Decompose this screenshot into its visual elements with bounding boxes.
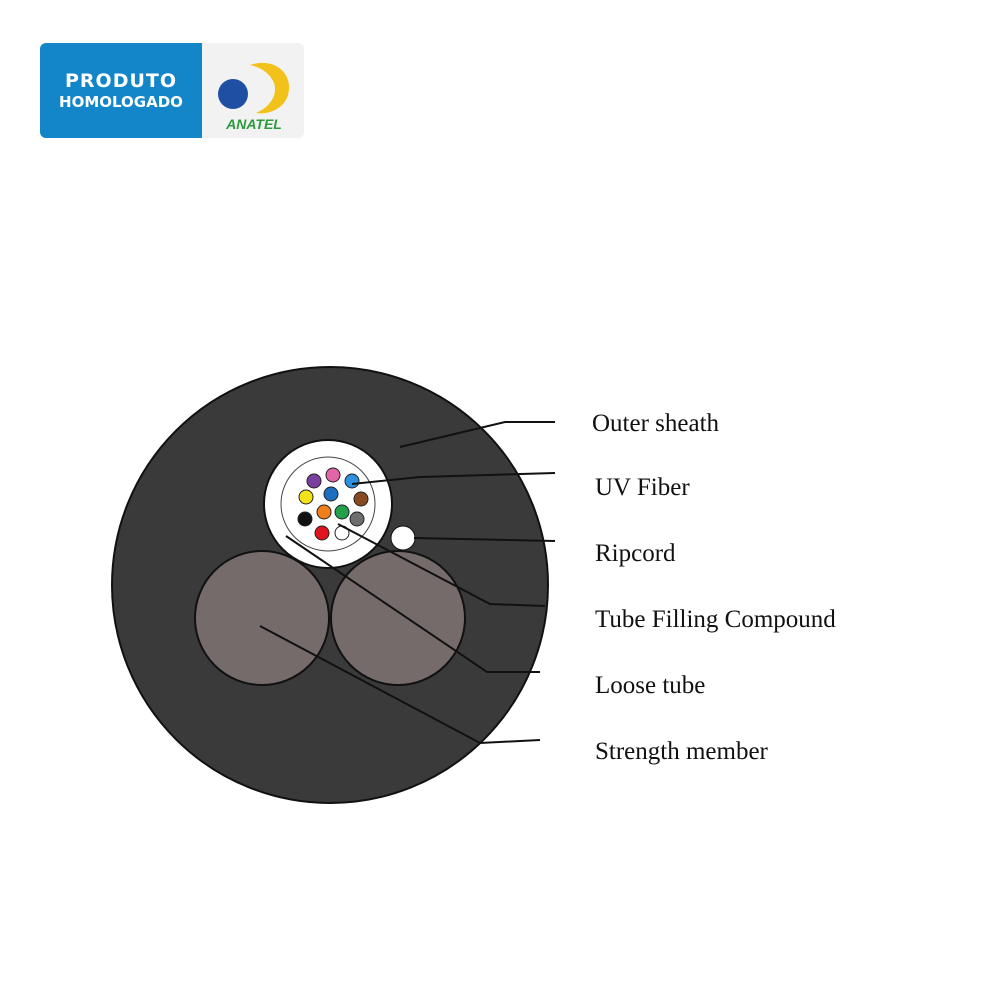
logo-text: ANATEL [225, 116, 282, 132]
anatel-logo: ANATEL [202, 43, 304, 138]
leader-lines [259, 421, 556, 745]
ripcord-shape [390, 525, 416, 551]
badge-text-block: PRODUTO HOMOLOGADO [40, 43, 202, 138]
fiber-1 [306, 473, 322, 489]
leader-strength-member [259, 625, 541, 745]
anatel-logo-icon: ANATEL [218, 62, 290, 132]
outer-sheath-shape [111, 366, 549, 804]
loose-tube-inner-ring [280, 456, 376, 552]
fiber-10 [349, 511, 365, 527]
fiber-9 [334, 504, 350, 520]
anatel-badge: PRODUTO HOMOLOGADO ANATEL [40, 43, 304, 138]
leader-outer-sheath [399, 421, 555, 448]
label-tube-filling-compound: Tube Filling Compound [595, 606, 836, 633]
fiber-3 [344, 473, 360, 489]
label-uv-fiber: UV Fiber [595, 474, 690, 501]
leader-ripcord [413, 537, 556, 542]
fiber-4 [298, 489, 314, 505]
label-strength-member: Strength member [595, 738, 768, 765]
loose-tube-shape [263, 439, 393, 569]
fiber-7 [297, 511, 313, 527]
leader-uv-fiber [351, 472, 556, 485]
leader-loose-tube [285, 535, 540, 673]
fiber-bundle [297, 467, 369, 541]
logo-blue-circle [218, 79, 248, 109]
strength-member-left [194, 550, 330, 686]
fiber-6 [353, 491, 369, 507]
fiber-8 [316, 504, 332, 520]
label-loose-tube: Loose tube [595, 672, 706, 699]
leader-tube-filling [337, 523, 546, 607]
fiber-11 [314, 525, 330, 541]
logo-yellow-swoosh [250, 62, 290, 114]
strength-member-right [330, 550, 466, 686]
label-outer-sheath: Outer sheath [592, 410, 720, 437]
badge-line-1: PRODUTO [64, 70, 178, 93]
label-ripcord: Ripcord [595, 540, 676, 567]
fiber-5 [323, 486, 339, 502]
badge-line-2: HOMOLOGADO [59, 92, 183, 111]
fiber-2 [325, 467, 341, 483]
